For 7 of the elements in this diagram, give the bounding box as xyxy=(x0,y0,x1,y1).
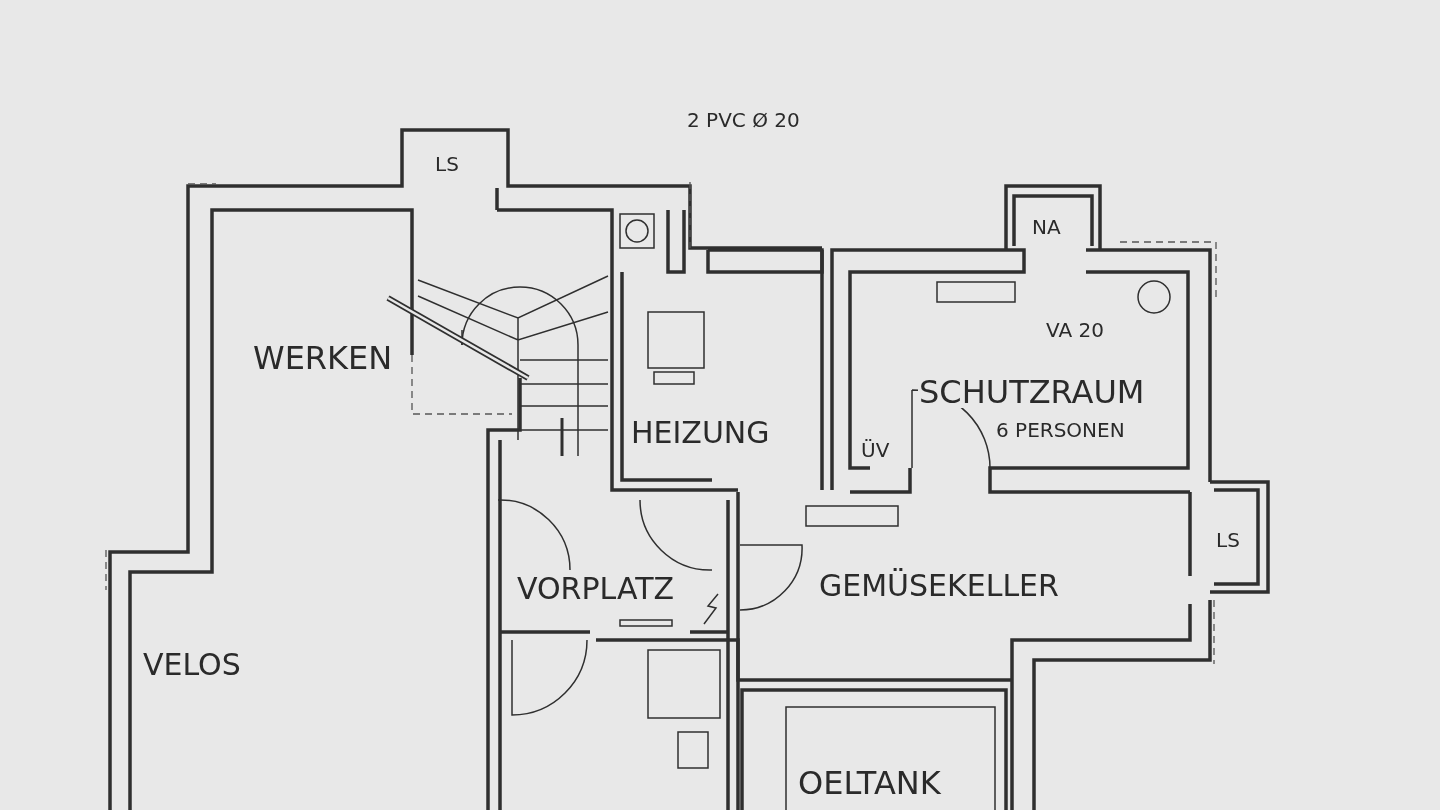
pipe-note: VA 20 xyxy=(1045,320,1105,340)
pipe-note: 2 PVC Ø 20 xyxy=(686,110,801,130)
room-label: LS xyxy=(1215,530,1241,550)
room-label: LS xyxy=(434,154,460,174)
room-label: NA xyxy=(1031,217,1062,237)
room-label: ÜV xyxy=(860,440,891,460)
room-note: 6 PERSONEN xyxy=(995,420,1126,440)
